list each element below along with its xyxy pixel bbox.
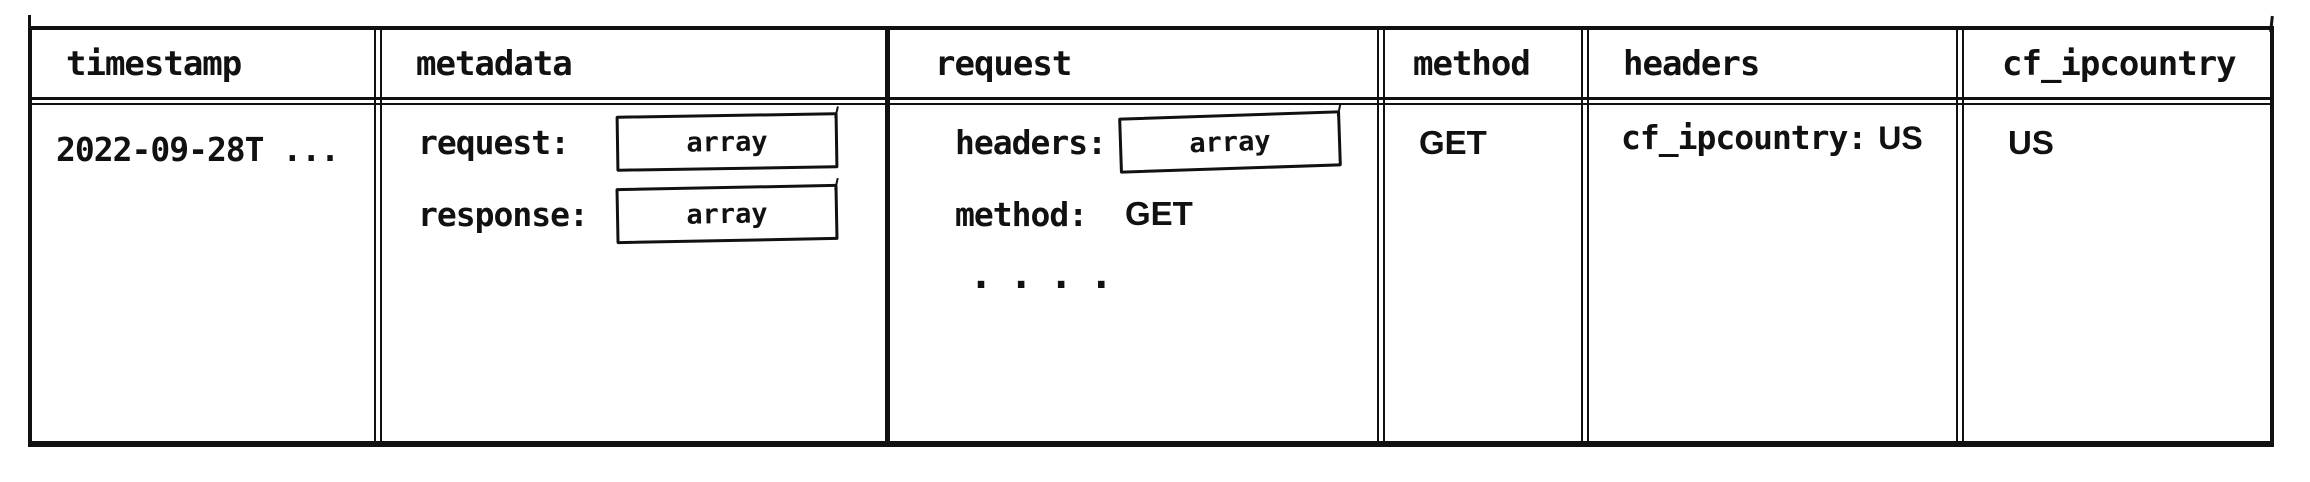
column-header-label: timestamp [66,43,242,84]
column-header-cf-ipcountry: cf_ipcountry [1964,30,2270,97]
request-headers-key: headers: [955,122,1107,162]
metadata-request-field: request: array [418,112,885,172]
request-method-key: method: [955,194,1088,234]
column-header-label: metadata [416,43,573,84]
cf-ipcountry-value: US [2008,124,2054,161]
metadata-request-key: request: [418,122,570,162]
metadata-response-key: response: [418,194,589,234]
request-headers-field: headers: array [955,110,1383,174]
request-headers-array-box: array [1118,110,1342,174]
table-header-row: timestamp metadata request method header… [32,30,2270,105]
metadata-request-array-box: array [615,112,839,172]
more-fields-ellipsis: .... [969,252,1130,298]
metadata-response-field: response: array [418,183,885,245]
cell-headers: cf_ipcountry: US [1589,100,1964,441]
cell-cf-ipcountry: US [1964,100,2270,441]
headers-cf-ipcountry-value: US [1878,120,1923,156]
column-header-headers: headers [1589,30,1964,97]
timestamp-value: 2022-09-28T ... [56,130,340,169]
cell-metadata: request: array response: array [382,100,890,441]
request-method-value: GET [1125,195,1193,232]
headers-cf-ipcountry-key: cf_ipcountry: [1621,118,1867,157]
column-header-label: method [1413,43,1531,84]
metadata-response-array-box: array [615,183,839,245]
column-header-label: cf_ipcountry [2002,43,2237,84]
method-value: GET [1419,124,1487,161]
column-header-metadata: metadata [382,30,890,97]
column-header-method: method [1385,30,1589,97]
table-data-row: 2022-09-28T ... request: array response:… [32,100,2270,441]
request-log-table: timestamp metadata request method header… [28,15,2274,447]
request-method-field: method: GET [955,184,1383,244]
column-header-timestamp: timestamp [32,30,382,97]
column-header-label: request [935,43,1072,84]
headers-kv: cf_ipcountry: US [1621,118,1962,157]
cell-method: GET [1385,100,1589,441]
cell-request: headers: array method: GET .... [890,100,1385,441]
column-header-label: headers [1623,43,1760,84]
cell-timestamp: 2022-09-28T ... [32,100,382,441]
column-header-request: request [890,30,1385,97]
